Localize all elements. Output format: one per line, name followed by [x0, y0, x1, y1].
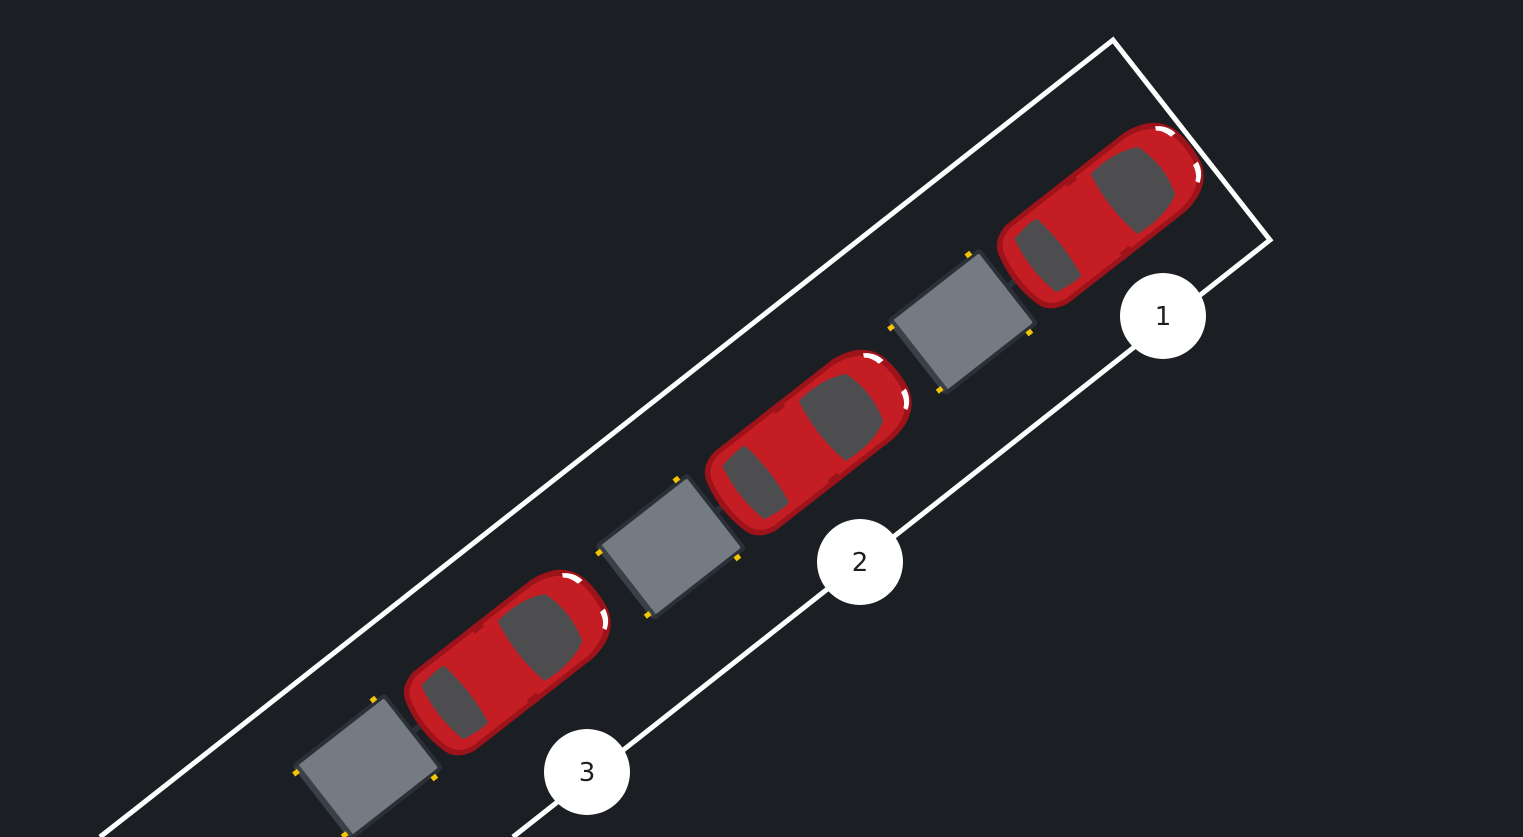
callout-label: 1	[1155, 302, 1172, 332]
callout-1: 1	[1120, 273, 1206, 359]
callout-label: 2	[852, 548, 869, 578]
callout-3: 3	[544, 729, 630, 815]
callout-2: 2	[817, 519, 903, 605]
callout-label: 3	[579, 758, 596, 788]
